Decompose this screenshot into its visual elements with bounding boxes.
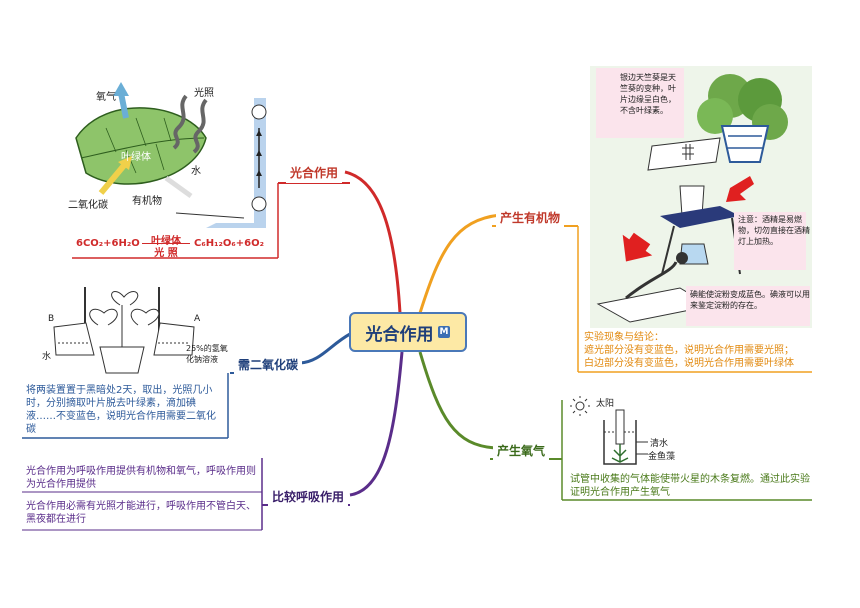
organic-note-line-2: 白边部分没有变蓝色，说明光合作用需要叶绿体: [584, 358, 794, 369]
label-b: B: [48, 314, 54, 324]
waterweed-illustration: [570, 396, 648, 465]
label-clear-water: 清水: [650, 439, 669, 449]
respiration-note-2: 光合作用必需有光照才能进行，呼吸作用不管白天、黑夜都在进行: [26, 501, 256, 525]
label-light: 光照: [194, 86, 214, 99]
oxygen-note: 试管中收集的气体能使带火星的木条复燃。通过此实验证明光合作用产生氧气: [570, 474, 810, 498]
branch-photosynthesis[interactable]: 光合作用: [286, 162, 343, 183]
branch-co2[interactable]: 需二氧化碳: [234, 354, 303, 375]
leaf-illustration: 氧气 光照 叶绿体 水 二氧化碳 有机物: [68, 82, 267, 228]
equation-left: 6CO₂+6H₂O: [76, 238, 140, 249]
equation-right: C₆H₁₂O₆+6O₂: [194, 238, 264, 249]
center-topic[interactable]: 光合作用 M: [349, 312, 467, 352]
label-a: A: [194, 314, 201, 324]
line-organic: [418, 213, 501, 314]
line-co2: [299, 332, 351, 365]
organic-experiment-diagram: [590, 66, 812, 328]
label-oxygen: 氧气: [96, 90, 116, 103]
label-organic: 有机物: [132, 194, 162, 207]
organic-note-line-1: 遮光部分没有变蓝色，说明光合作用需要光照；: [584, 345, 794, 356]
label-co2: 二氧化碳: [68, 198, 108, 211]
branch-respiration[interactable]: 比较呼吸作用: [268, 486, 349, 507]
co2-apparatus-diagram: B A 水: [34, 285, 224, 375]
label-chlorophyll: 叶绿体: [121, 150, 151, 163]
center-title: 光合作用: [365, 324, 434, 345]
photosynthesis-equation: 6CO₂+6H₂O 叶绿体 光 照 C₆H₁₂O₆+6O₂: [76, 232, 276, 259]
organic-caption-3: 碘能使淀粉变成蓝色。碘液可以用来鉴定淀粉的存在。: [690, 290, 810, 310]
equation-cond-bottom: 光 照: [154, 248, 178, 259]
label-sun: 太阳: [596, 399, 615, 409]
oxygen-experiment-diagram: [570, 392, 690, 472]
label-waterweed: 金鱼藻: [648, 452, 676, 462]
label-naoh: 25%的氢氧化钠溶液: [186, 344, 228, 364]
organic-caption-2: 注意：酒精是易燃物，切勿直接在酒精灯上加热。: [738, 215, 810, 246]
bell-jar-illustration: B A 水: [42, 287, 201, 374]
line-oxygen: [418, 351, 496, 450]
map-icon: M: [437, 326, 451, 338]
branch-oxygen[interactable]: 产生氧气: [493, 440, 550, 461]
branch-organic[interactable]: 产生有机物: [496, 207, 565, 228]
equation-cond-top: 叶绿体: [151, 236, 181, 247]
co2-note: 将两装置置于黑暗处2天，取出，光照几小时，分别摘取叶片脱去叶绿素，滴加碘液……不…: [26, 385, 216, 435]
organic-note: 实验现象与结论： 遮光部分没有变蓝色，说明光合作用需要光照； 白边部分没有变蓝色…: [584, 331, 820, 370]
line-photosynthesis: [344, 170, 402, 314]
line-respiration: [349, 351, 404, 497]
label-water: 水: [42, 350, 51, 362]
label-water: 水: [191, 165, 201, 177]
respiration-note-1: 光合作用为呼吸作用提供有机物和氧气，呼吸作用则为光合作用提供: [26, 466, 256, 490]
organic-caption-1: 银边天竺葵是天竺葵的变种，叶片边缘呈白色，不含叶绿素。: [620, 73, 676, 115]
photosynthesis-diagram: 氧气 光照 叶绿体 水 二氧化碳 有机物: [66, 78, 272, 228]
starch-test-illustration: [590, 66, 812, 328]
organic-note-title: 实验现象与结论：: [584, 332, 664, 343]
